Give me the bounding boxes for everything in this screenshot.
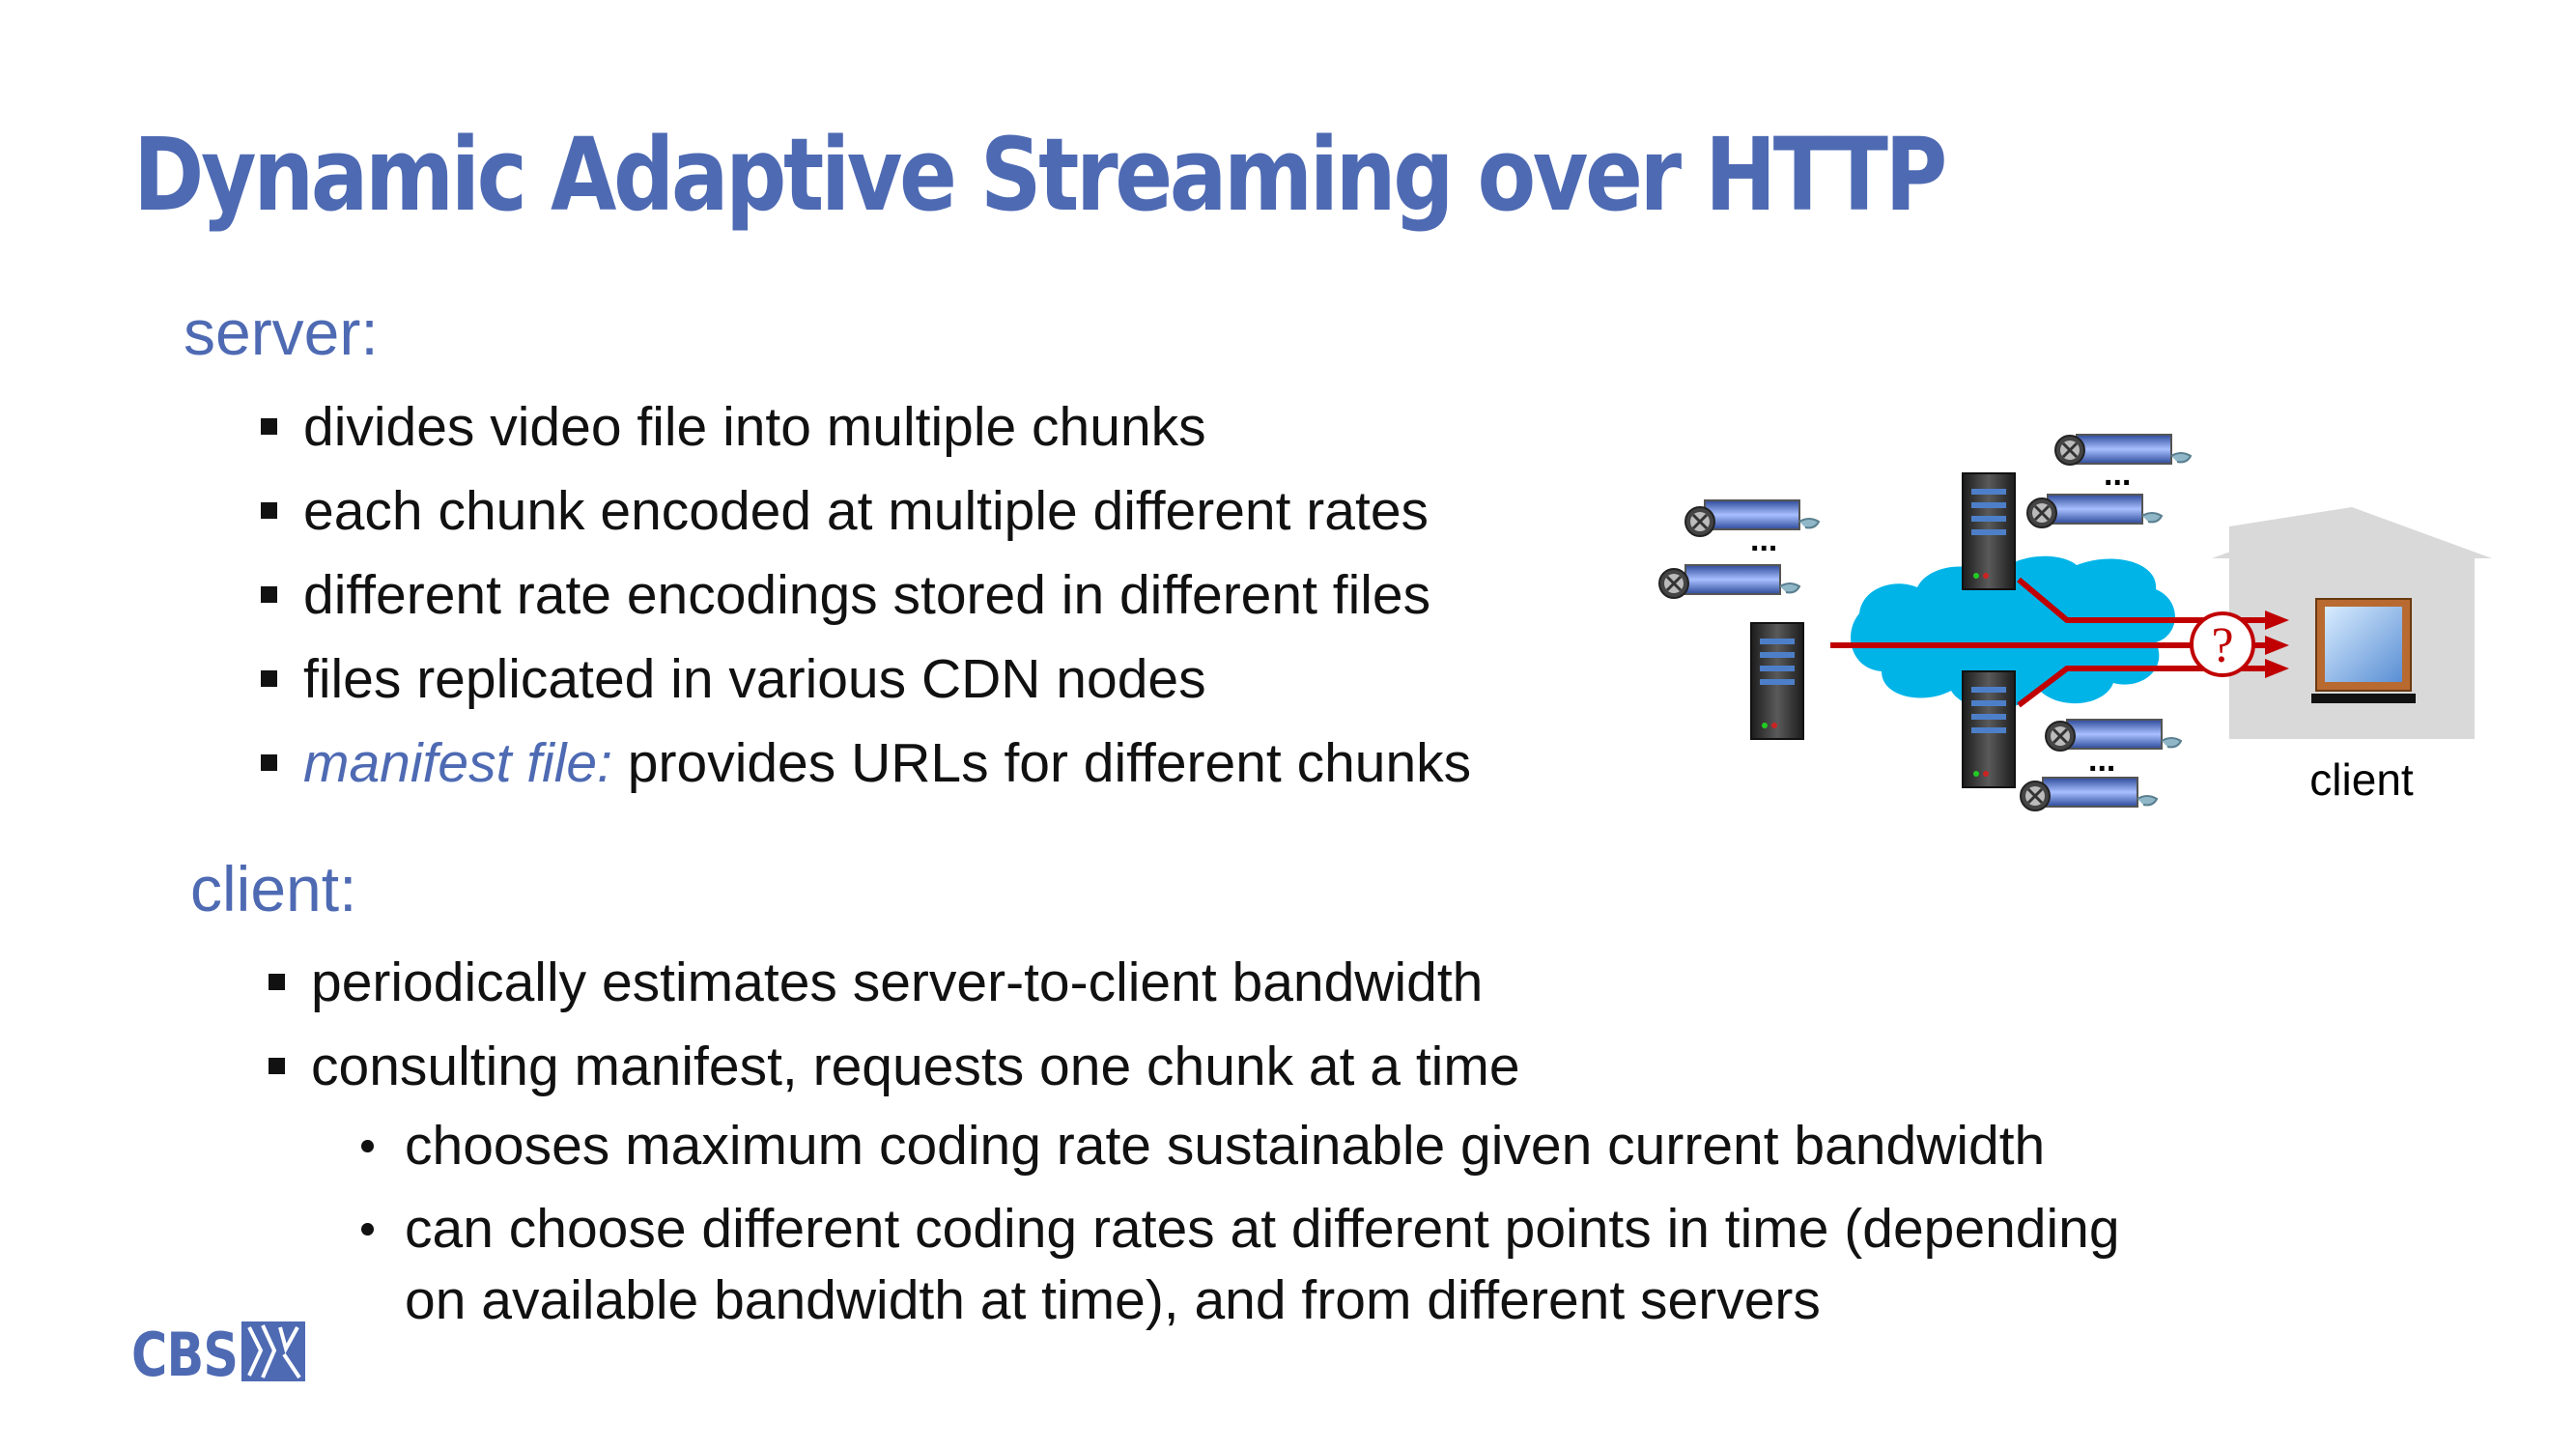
square-bullet-icon: [261, 670, 277, 687]
video-file-icon: [2025, 494, 2163, 529]
video-file-icon: [2019, 777, 2158, 812]
manifest-file-term: manifest file:: [303, 732, 612, 794]
square-bullet-icon: [261, 418, 277, 435]
slide-title: Dynamic Adaptive Streaming over HTTP: [133, 116, 1947, 234]
round-bullet-icon: [361, 1140, 374, 1152]
round-bullet-icon: [361, 1223, 374, 1236]
square-bullet-icon: [269, 974, 285, 990]
question-badge: [2190, 611, 2255, 677]
client-label: client: [2309, 754, 2414, 805]
server-heading: server:: [184, 297, 379, 368]
square-bullet-icon: [269, 1058, 285, 1074]
streaming-network-diagram: ? client ... ... ...: [1657, 434, 2492, 812]
client-bullet: periodically estimates server-to-client …: [263, 941, 1520, 1025]
server-bullet: each chunk encoded at multiple different…: [255, 469, 1471, 554]
square-bullet-icon: [261, 502, 277, 519]
cbs-logo-mark-icon: [241, 1321, 305, 1381]
client-sub-bullet-list: chooses maximum coding rate sustainable …: [354, 1110, 2120, 1348]
ellipsis-text: ...: [2088, 742, 2115, 779]
server-bullet: manifest file: provides URLs for differe…: [255, 722, 1471, 806]
server-icon: [1750, 622, 1804, 740]
client-sub-bullet: can choose different coding rates at dif…: [354, 1193, 2120, 1336]
square-bullet-icon: [261, 754, 277, 771]
server-icon: [1962, 670, 2016, 788]
server-bullet: files replicated in various CDN nodes: [255, 638, 1471, 722]
client-heading: client:: [190, 853, 357, 924]
ellipsis-text: ...: [2104, 456, 2131, 493]
question-mark: ?: [2211, 618, 2233, 673]
square-bullet-icon: [261, 586, 277, 603]
video-file-icon: [1657, 564, 1800, 600]
server-bullet: divides video file into multiple chunks: [255, 385, 1471, 469]
cbs-logo-text: CBS: [131, 1320, 239, 1390]
server-icon: [1962, 472, 2016, 590]
server-bullet-list: divides video file into multiple chunks …: [255, 385, 1471, 806]
client-bullet-list: periodically estimates server-to-client …: [263, 941, 1520, 1109]
client-bullet: consulting manifest, requests one chunk …: [263, 1025, 1520, 1109]
client-sub-bullet: chooses maximum coding rate sustainable …: [354, 1110, 2120, 1181]
server-bullet: different rate encodings stored in diffe…: [255, 554, 1471, 638]
client-monitor-icon: [2311, 598, 2416, 703]
ellipsis-text: ...: [1750, 522, 1777, 558]
